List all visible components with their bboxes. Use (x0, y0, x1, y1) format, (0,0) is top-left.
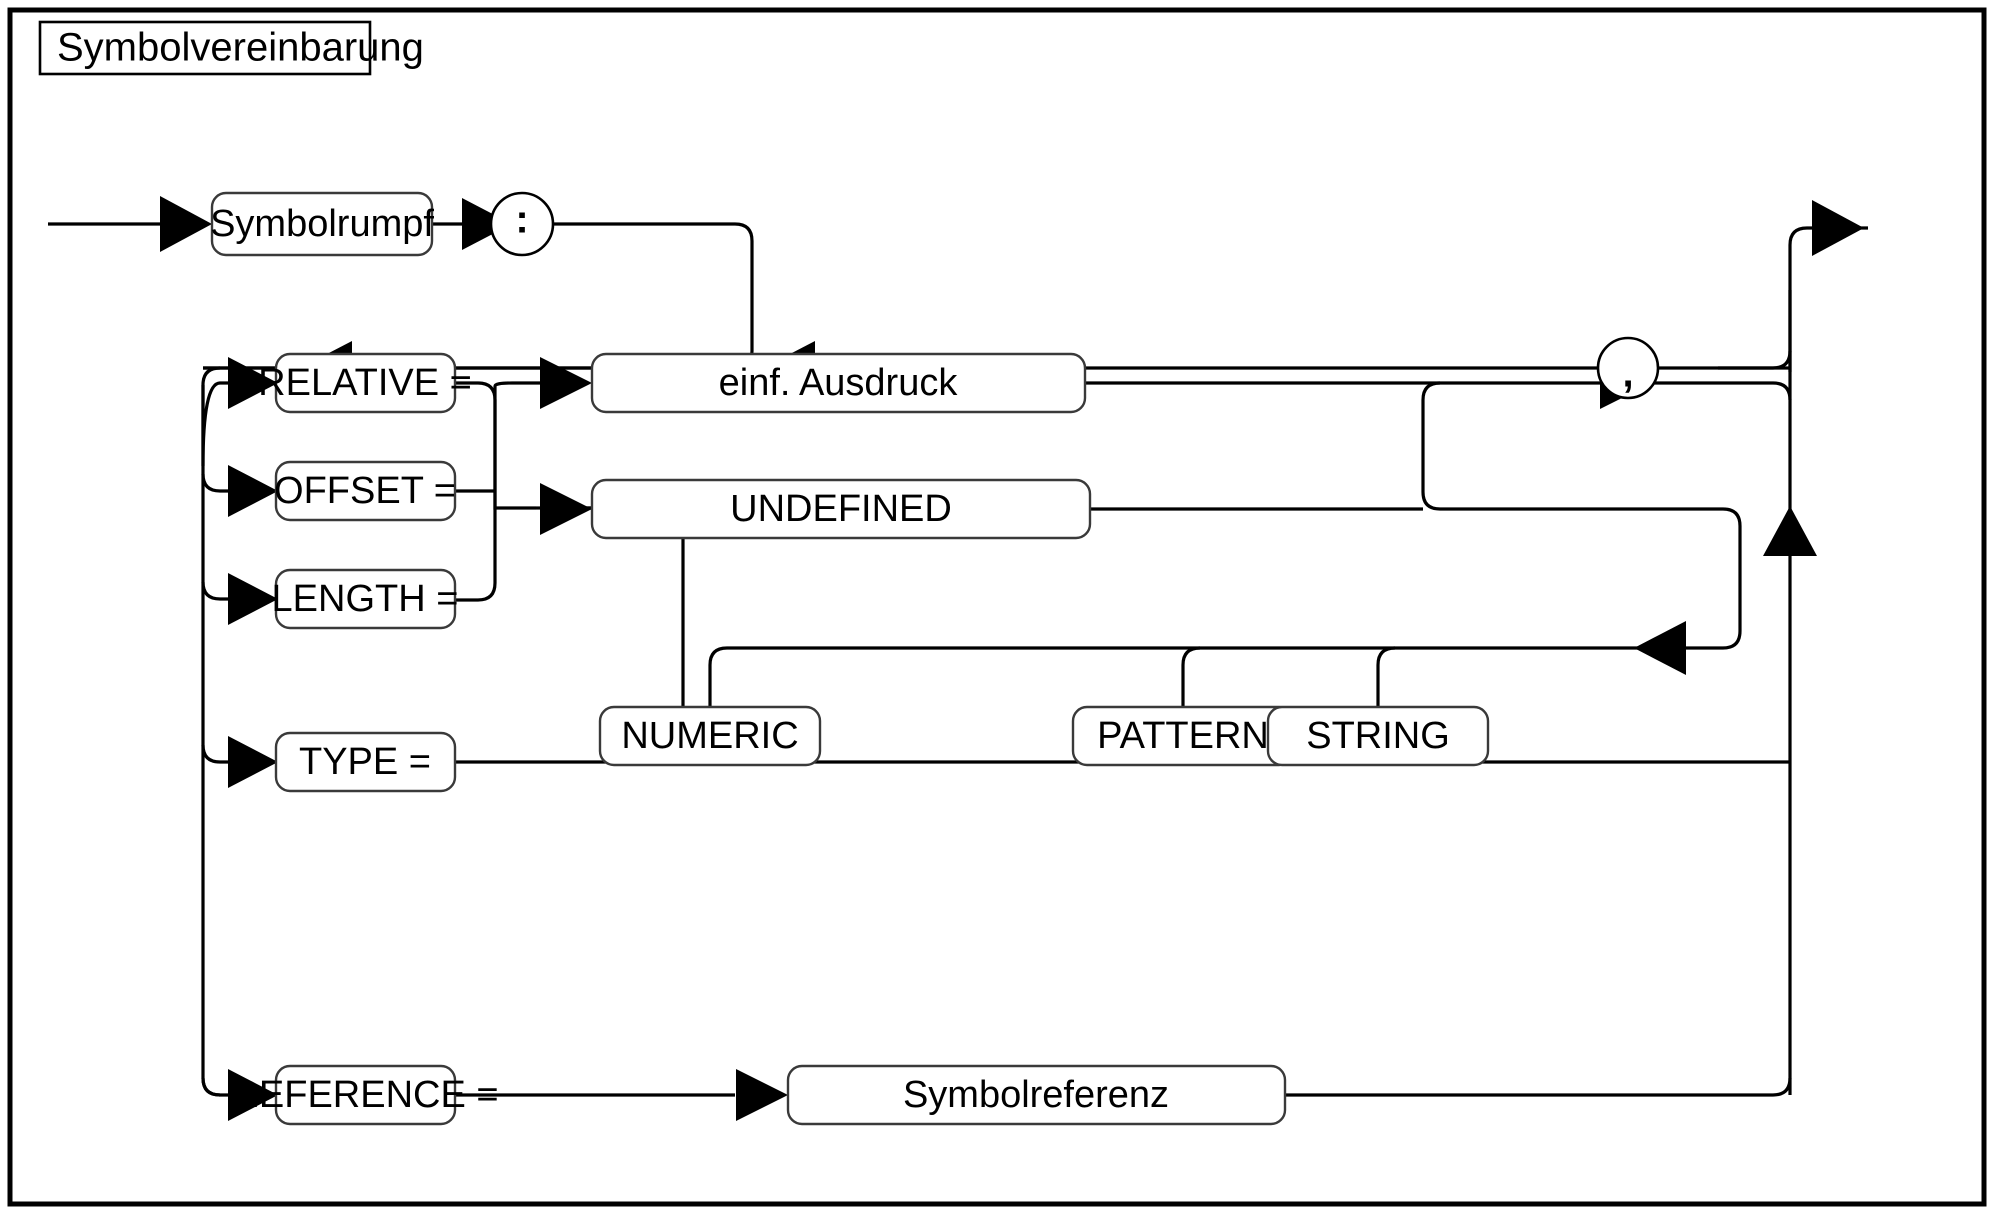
node-einf-ausdruck: einf. Ausdruck (590, 352, 1087, 414)
wire-stub-length (201, 581, 276, 601)
wire-stub-offset (201, 473, 276, 493)
wire-to-einf-ausdruck (493, 381, 552, 400)
arrowheads (160, 196, 1864, 1121)
node-colon-circle (489, 191, 555, 257)
wire-pattern-riser (1181, 646, 1201, 762)
arrow-right-icon (736, 1069, 788, 1121)
node-undefined-box (590, 478, 1092, 540)
node-symbolrumpf-box (210, 191, 434, 257)
node-reference-label: REFERENCE = (231, 1074, 498, 1116)
node-relative-box (274, 352, 457, 414)
node-colon: : (489, 191, 555, 257)
wire-exit-right (1788, 226, 1868, 290)
arrow-right-icon (540, 357, 592, 409)
node-symbolrumpf-label: Symbolrumpf (210, 203, 434, 245)
node-length-label: LENGTH = (272, 578, 459, 620)
node-string-label: STRING (1306, 715, 1450, 757)
wire-stub-relative (201, 381, 276, 467)
node-pattern: PATTERN (1071, 705, 1295, 767)
node-undefined: UNDEFINED (590, 478, 1092, 540)
node-numeric: NUMERIC (598, 705, 822, 767)
node-offset-box (274, 460, 457, 522)
wire-left-spine (201, 366, 221, 1097)
node-symbolrumpf: Symbolrumpf (210, 191, 434, 257)
node-comma-circle (1596, 336, 1660, 400)
arrow-right-icon (228, 573, 278, 625)
wire-symref-exit (1095, 1077, 1792, 1097)
wire-string-riser (1376, 646, 1396, 762)
title-box (38, 20, 372, 76)
arrow-right-icon (228, 1069, 278, 1121)
node-type: TYPE = (274, 731, 457, 793)
arrow-right-icon (160, 196, 212, 252)
node-comma: , (1596, 336, 1660, 400)
node-undefined-label: UNDEFINED (730, 488, 952, 530)
node-symbolreferenz: Symbolreferenz (786, 1064, 1287, 1126)
arrow-right-icon (1812, 200, 1864, 256)
arrow-right-icon (228, 465, 278, 517)
wire-stub-type (201, 744, 276, 764)
node-symbolreferenz-label: Symbolreferenz (903, 1074, 1169, 1116)
node-string: STRING (1266, 705, 1490, 767)
node-einf-ausdruck-label: einf. Ausdruck (719, 362, 959, 404)
wire-einf-exit-b (1455, 381, 1792, 512)
node-pattern-label: PATTERN (1097, 715, 1269, 757)
node-einf-ausdruck-box (590, 352, 1087, 414)
node-length: LENGTH = (272, 568, 459, 630)
node-type-label: TYPE = (299, 741, 431, 783)
node-string-box (1266, 705, 1490, 767)
wire-typevals-return (1395, 507, 1742, 650)
node-numeric-box (598, 705, 822, 767)
page-title: Symbolvereinbarung (57, 26, 424, 70)
node-length-box (274, 568, 457, 630)
arrow-left-icon (1634, 621, 1686, 675)
node-offset: OFFSET = (274, 460, 457, 522)
node-type-box (274, 731, 457, 793)
node-relative: RELATIVE = (258, 352, 472, 414)
node-comma-label: , (1622, 352, 1633, 396)
node-colon-label: : (515, 198, 528, 242)
arrow-right-icon (540, 483, 592, 535)
wire-einf-down-branch (1421, 381, 1441, 511)
wire-merge-to-undef (493, 400, 536, 510)
wire-stub-reference (201, 1077, 276, 1097)
arrow-right-icon (228, 736, 278, 788)
node-offset-label: OFFSET = (274, 470, 456, 512)
node-reference: REFERENCE = (231, 1064, 499, 1126)
node-numeric-label: NUMERIC (621, 715, 798, 757)
arrow-right-icon (462, 198, 512, 250)
arrow-right-icon (228, 357, 278, 409)
diagram-outer-frame (7, 7, 1987, 1207)
wire-numeric-riser (708, 646, 728, 762)
node-reference-box (274, 1064, 457, 1126)
node-symbolreferenz-box (786, 1064, 1287, 1126)
arrow-up-icon (1763, 506, 1817, 556)
node-relative-label: RELATIVE = (258, 362, 472, 404)
wire-comma-loop-corner (1718, 350, 1792, 370)
